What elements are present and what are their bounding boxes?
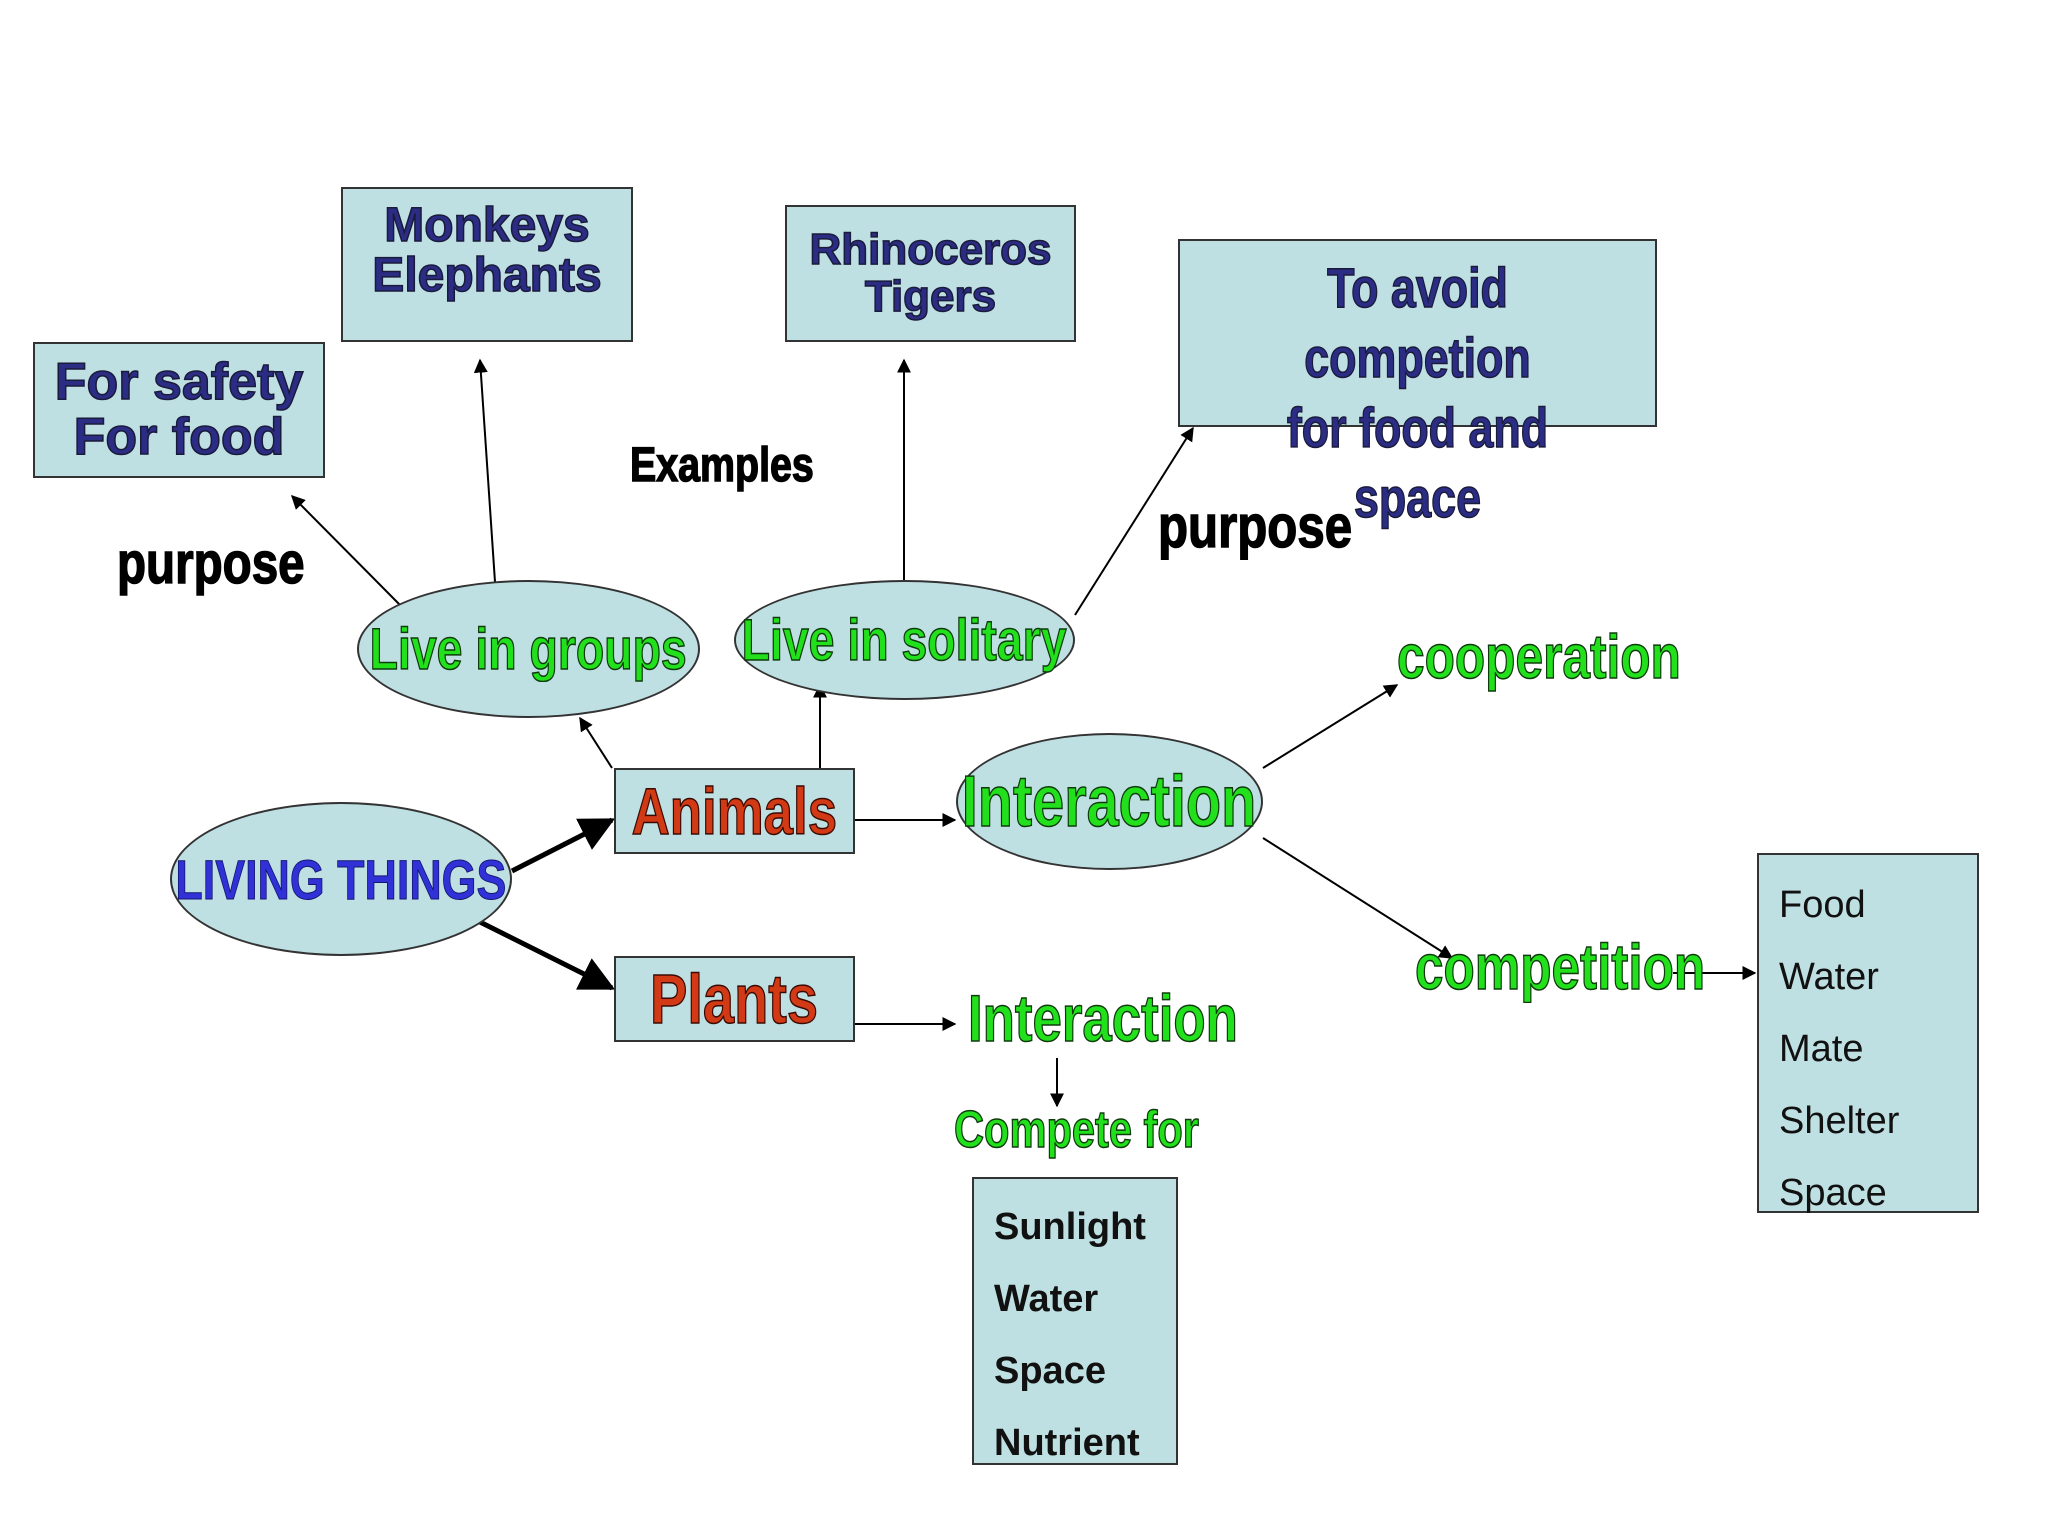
solitary-examples-box: Rhinoceros Tigers <box>785 205 1076 342</box>
solitary-purpose-line-2: for food and space <box>1286 395 1549 530</box>
solitary-purpose-line-1: To avoid competion <box>1304 255 1532 390</box>
groups-purpose-line-2: For food <box>73 408 285 466</box>
groups-examples-line-2: Elephants <box>372 249 603 303</box>
plants-label: Plants <box>650 959 819 1039</box>
animals-box: Animals <box>614 768 855 854</box>
solitary-examples-line-1: Rhinoceros <box>809 225 1053 275</box>
live-in-solitary-label: Live in solitary <box>741 607 1067 674</box>
live-in-groups-node: Live in groups <box>357 580 700 718</box>
solitary-examples-line-2: Tigers <box>864 271 997 321</box>
purpose-label-right: purpose <box>1157 492 1353 561</box>
plants-box: Plants <box>614 956 855 1042</box>
arrow-living-to-animals <box>510 817 616 874</box>
living-things-node: LIVING THINGS <box>170 802 512 956</box>
solitary-purpose-box: To avoid competion for food and space <box>1178 239 1657 530</box>
animal-need-mate: Mate <box>1779 1028 1864 1070</box>
animal-need-space: Space <box>1779 1172 1887 1214</box>
examples-label: Examples <box>629 438 814 493</box>
living-things-label: LIVING THINGS <box>175 847 507 911</box>
animal-need-food: Food <box>1779 884 1866 926</box>
animal-need-shelter: Shelter <box>1779 1100 1900 1142</box>
plant-need-water: Water <box>994 1278 1099 1320</box>
plant-need-space: Space <box>994 1350 1106 1392</box>
arrow-groups-to-examples <box>473 358 496 583</box>
interaction-animals-node: Interaction <box>956 733 1263 870</box>
animal-needs-box: Food Water Mate Shelter Space <box>1757 853 1979 1214</box>
interaction-plants-label: Interaction <box>967 980 1238 1056</box>
arrow-interaction-to-competition <box>1262 837 1454 959</box>
arrow-living-to-plants <box>478 919 616 991</box>
live-in-solitary-node: Live in solitary <box>734 580 1075 700</box>
plant-needs-box: Sunlight Water Space Nutrient <box>972 1177 1178 1465</box>
plant-need-sunlight: Sunlight <box>994 1206 1146 1248</box>
competition-label: competition <box>1414 930 1706 1004</box>
arrow-solitary-to-purpose <box>1074 426 1194 616</box>
arrow-groups-to-purpose <box>291 495 401 606</box>
groups-purpose-line-1: For safety <box>54 353 304 412</box>
cooperation-label: cooperation <box>1396 622 1681 693</box>
groups-examples-line-1: Monkeys <box>384 199 591 252</box>
purpose-label-left: purpose <box>116 530 305 597</box>
groups-examples-box: Monkeys Elephants <box>341 187 633 342</box>
animals-label: Animals <box>631 773 838 849</box>
groups-purpose-box: For safety For food <box>33 342 325 478</box>
animal-need-water: Water <box>1779 956 1879 998</box>
plant-need-nutrient: Nutrient <box>994 1422 1140 1464</box>
arrow-animals-to-groups <box>579 716 613 769</box>
live-in-groups-label: Live in groups <box>369 616 688 683</box>
arrow-interaction-to-cooperation <box>1262 684 1399 769</box>
interaction-animals-label: Interaction <box>962 761 1258 843</box>
compete-for-label: Compete for <box>953 1100 1199 1160</box>
